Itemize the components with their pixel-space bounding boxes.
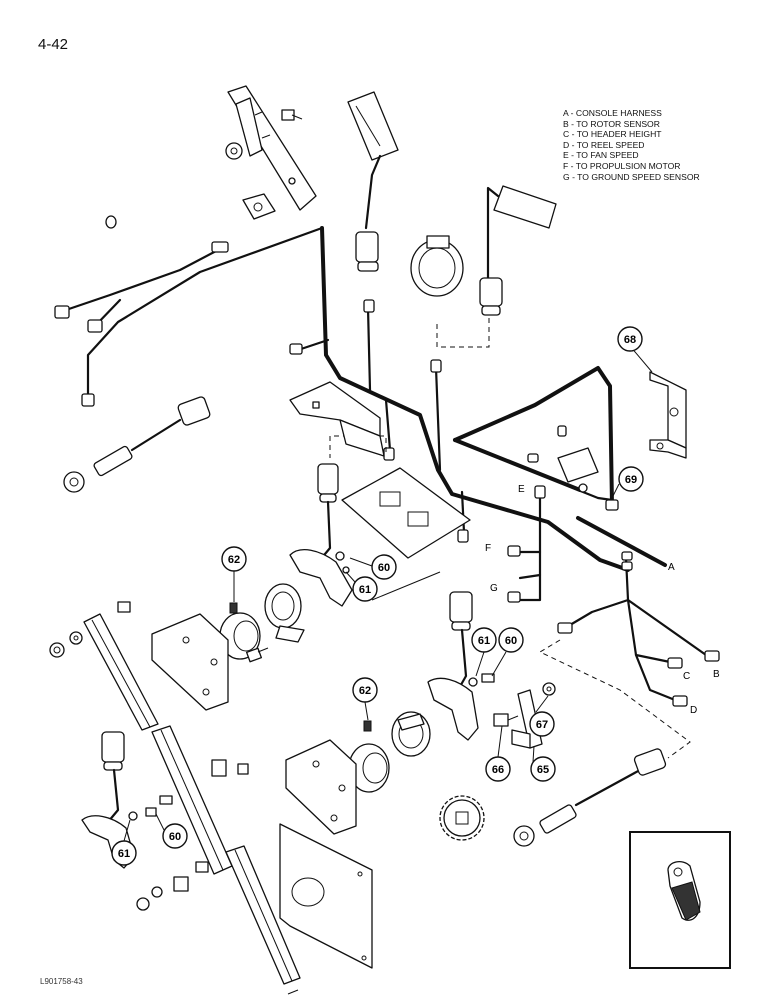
- screw: [281, 109, 303, 121]
- callout-60: 60: [162, 823, 188, 849]
- washer-nut: [49, 631, 83, 658]
- controller-connector: [479, 185, 557, 316]
- callout-61: 61: [471, 627, 497, 653]
- callout-60: 60: [498, 627, 524, 653]
- nut: [225, 142, 243, 160]
- square-spacer: [242, 193, 276, 220]
- dashed-guide: [436, 318, 490, 348]
- svg-text:60: 60: [505, 635, 517, 647]
- callout-61: 61: [111, 840, 137, 866]
- svg-text:60: 60: [378, 562, 390, 574]
- legend-item-d: D - TO REEL SPEED: [563, 139, 645, 150]
- cover-plate: [279, 823, 373, 969]
- top-mounting-plate: [227, 85, 317, 211]
- wire-label-e: E: [518, 484, 525, 495]
- mounting-plate-left: [151, 613, 229, 711]
- callout-65: 65: [530, 756, 556, 782]
- speed-sensor-right: [513, 748, 667, 847]
- callout-69: 69: [618, 466, 644, 492]
- wire-label-a: A: [668, 562, 675, 573]
- small-hardware: [128, 795, 209, 911]
- small-hardware: [363, 673, 495, 732]
- legend-item-e: E - TO FAN SPEED: [563, 150, 639, 161]
- mid-bracket: [289, 381, 385, 457]
- wire-label-c: C: [683, 671, 690, 682]
- inset-detail: [629, 831, 731, 969]
- legend-item-a: A - CONSOLE HARNESS: [563, 108, 662, 118]
- legend-item-g: G - TO GROUND SPEED SENSOR: [563, 171, 700, 182]
- wire-label-b: B: [713, 669, 720, 680]
- sprocket: [439, 795, 485, 841]
- svg-text:66: 66: [492, 764, 504, 776]
- wire-label-g: G: [490, 583, 498, 594]
- set-screw: [229, 602, 238, 614]
- hose-clamp-top: [410, 235, 464, 297]
- relay-module: [527, 425, 599, 493]
- rail-bottom: [225, 845, 301, 995]
- harness-bracket: [649, 371, 687, 459]
- figure-code: L901758-43: [40, 977, 83, 986]
- bolt: [246, 647, 269, 663]
- callout-62: 62: [221, 546, 247, 572]
- hex-nut: [542, 682, 556, 696]
- display-connector: [347, 91, 399, 272]
- svg-text:68: 68: [624, 334, 636, 346]
- mounting-plate-center: [285, 739, 357, 835]
- shoulder-bolt: [493, 713, 519, 727]
- rail-lower: [151, 725, 249, 875]
- grommet: [105, 215, 117, 229]
- hose-clamp-mid: [264, 583, 305, 643]
- svg-text:60: 60: [169, 831, 181, 843]
- callout-67: 67: [529, 711, 555, 737]
- callout-60: 60: [371, 554, 397, 580]
- svg-text:61: 61: [118, 848, 130, 860]
- dashed-guide: [538, 639, 691, 759]
- shield-plate: [341, 467, 471, 601]
- wire-label-d: D: [690, 705, 697, 716]
- legend-item-f: F - TO PROPULSION MOTOR: [563, 160, 681, 171]
- callout-62: 62: [352, 677, 378, 703]
- wire-labels: A B C D E F G: [485, 484, 720, 716]
- callout-61: 61: [352, 576, 378, 602]
- console-harness-loop: [453, 366, 720, 707]
- main-harness: [289, 226, 630, 603]
- rail-upper-left: [83, 601, 159, 731]
- svg-text:65: 65: [537, 764, 549, 776]
- leader-lines: [123, 483, 620, 842]
- left-harness-branch: [54, 226, 324, 407]
- sensor-bracket-upper: [289, 463, 353, 607]
- wire-legend: A - CONSOLE HARNESS B - TO ROTOR SENSOR …: [563, 108, 700, 182]
- dashed-guide: [329, 435, 387, 458]
- wire-label-f: F: [485, 543, 491, 554]
- svg-text:67: 67: [536, 719, 548, 731]
- callout-66: 66: [485, 756, 511, 782]
- callout-68: 68: [617, 326, 643, 352]
- svg-text:61: 61: [359, 584, 371, 596]
- svg-text:69: 69: [625, 474, 637, 486]
- svg-text:62: 62: [228, 554, 240, 566]
- svg-text:61: 61: [478, 635, 490, 647]
- sensor-bracket-right: [427, 591, 479, 741]
- speed-sensor-left: [63, 396, 211, 493]
- page-number: 4-42: [38, 36, 69, 53]
- svg-text:62: 62: [359, 685, 371, 697]
- legend-item-c: C - TO HEADER HEIGHT: [563, 129, 662, 140]
- legend-item-b: B - TO ROTOR SENSOR: [563, 118, 660, 129]
- hose-clamp-lower: [391, 711, 431, 757]
- washer: [335, 551, 350, 574]
